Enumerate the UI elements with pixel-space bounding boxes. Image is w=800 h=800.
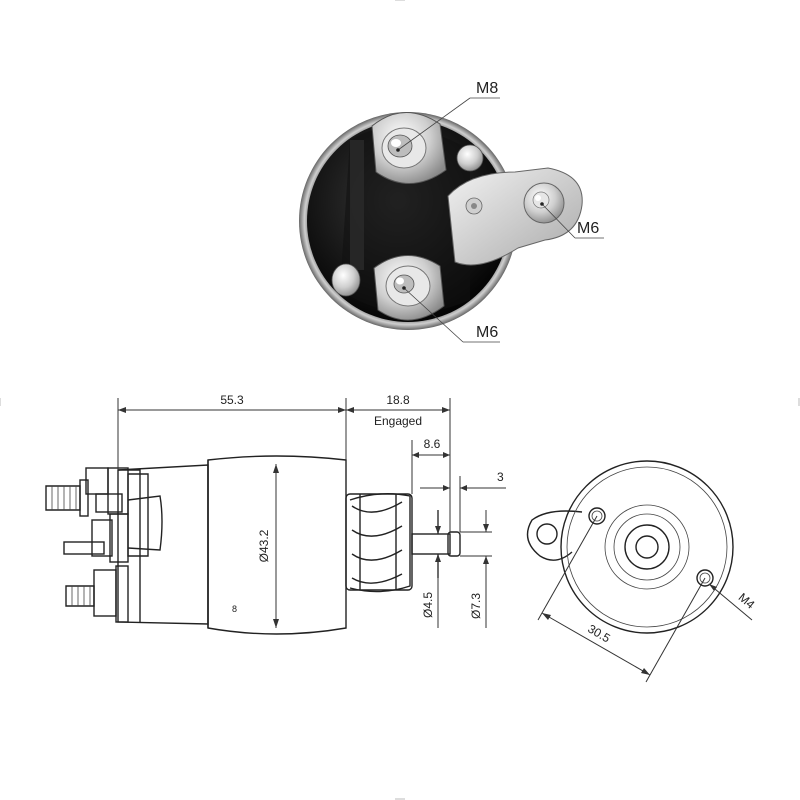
dim-engaged-label: Engaged xyxy=(374,414,422,428)
end-center-bore xyxy=(635,535,659,559)
mounting-ear xyxy=(526,510,583,561)
dim-tip-length: 3 xyxy=(497,470,504,484)
callout-m8: M8 xyxy=(476,80,498,97)
top-view-terminals: M8 M6 M6 xyxy=(299,80,604,343)
end-view: 30.5 M4 xyxy=(526,460,758,683)
middle-stud xyxy=(63,513,129,563)
upper-stud xyxy=(45,467,129,517)
dim-tip-diameter: Ø7.3 xyxy=(469,593,483,619)
callout-m6-right: M6 xyxy=(577,220,599,237)
side-view: 8 55.3 18.8 Engaged 8.6 xyxy=(45,393,506,635)
dim-body-diameter: Ø43.2 xyxy=(257,529,271,562)
dim-rod-diameter: Ø4.5 xyxy=(421,592,435,618)
solenoid-body xyxy=(207,455,347,635)
mounting-hole-1 xyxy=(588,507,606,525)
body-mark: 8 xyxy=(232,604,237,614)
m6-bottom-terminal xyxy=(373,255,445,321)
plunger-spring xyxy=(345,493,461,593)
rear-cap xyxy=(117,464,209,625)
dim-body-length: 55.3 xyxy=(220,393,244,407)
dim-hole-spacing: 30.5 xyxy=(585,622,613,646)
lower-stud xyxy=(65,565,129,623)
mounting-hole-2 xyxy=(696,569,714,587)
dim-engaged-stroke: 18.8 xyxy=(386,393,410,407)
end-outer-circle xyxy=(560,460,734,634)
callout-m6-bottom: M6 xyxy=(476,324,498,341)
side-bracket xyxy=(447,167,583,266)
small-stud xyxy=(456,144,484,172)
small-stud-2 xyxy=(331,263,361,297)
dim-plunger-step: 8.6 xyxy=(424,437,441,451)
